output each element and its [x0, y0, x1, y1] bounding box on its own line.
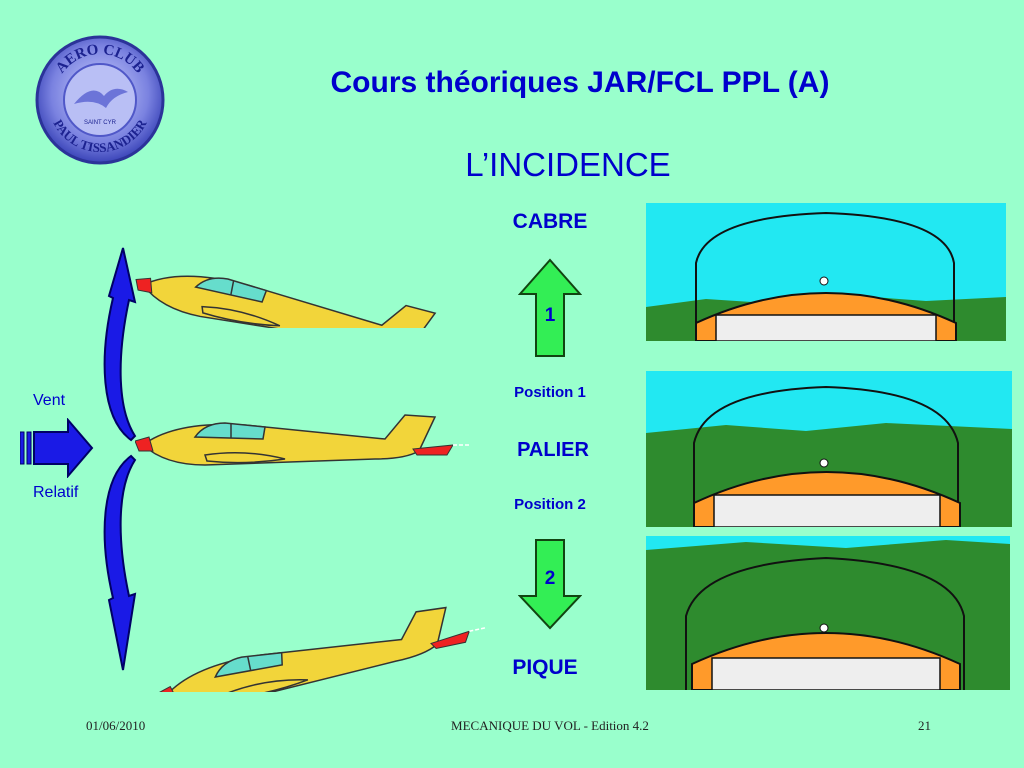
curve-arrow-up [103, 247, 137, 442]
footer-title: MECANIQUE DU VOL - Edition 4.2 [451, 718, 649, 733]
label-palier: PALIER [517, 439, 589, 461]
aero-club-logo: AERO CLUB PAUL TISSANDIER SAINT CYR [35, 35, 165, 165]
arrow-down-2: 2 [518, 538, 582, 630]
arrow-number-1: 1 [544, 305, 556, 326]
label-pique: PIQUE [512, 656, 578, 679]
plane-pique [151, 597, 488, 692]
arrow-up-1: 1 [518, 258, 582, 358]
label-cabre: CABRE [512, 210, 588, 233]
logo-small-text: SAINT CYR [84, 120, 117, 126]
page-title: Cours théoriques JAR/FCL PPL (A) [330, 66, 830, 99]
arrow-number-2: 2 [544, 568, 556, 589]
footer-date: 01/06/2010 [86, 718, 146, 733]
relative-wind-arrow [20, 418, 94, 478]
plane-palier [135, 414, 470, 466]
curve-arrow-down [103, 454, 137, 671]
wind-label-relatif: Relatif [33, 484, 79, 501]
footer-page-number: 21 [918, 718, 931, 733]
wind-label-vent: Vent [33, 392, 66, 409]
label-position-1: Position 1 [514, 384, 586, 401]
cockpit-view-cabre [646, 203, 1006, 341]
page-subtitle: L’INCIDENCE [465, 146, 671, 183]
wind-curve-arrows [103, 247, 137, 671]
label-position-2: Position 2 [514, 496, 586, 513]
plane-cabre [135, 253, 470, 328]
cockpit-view-palier [646, 371, 1012, 527]
cockpit-view-pique [646, 536, 1010, 690]
